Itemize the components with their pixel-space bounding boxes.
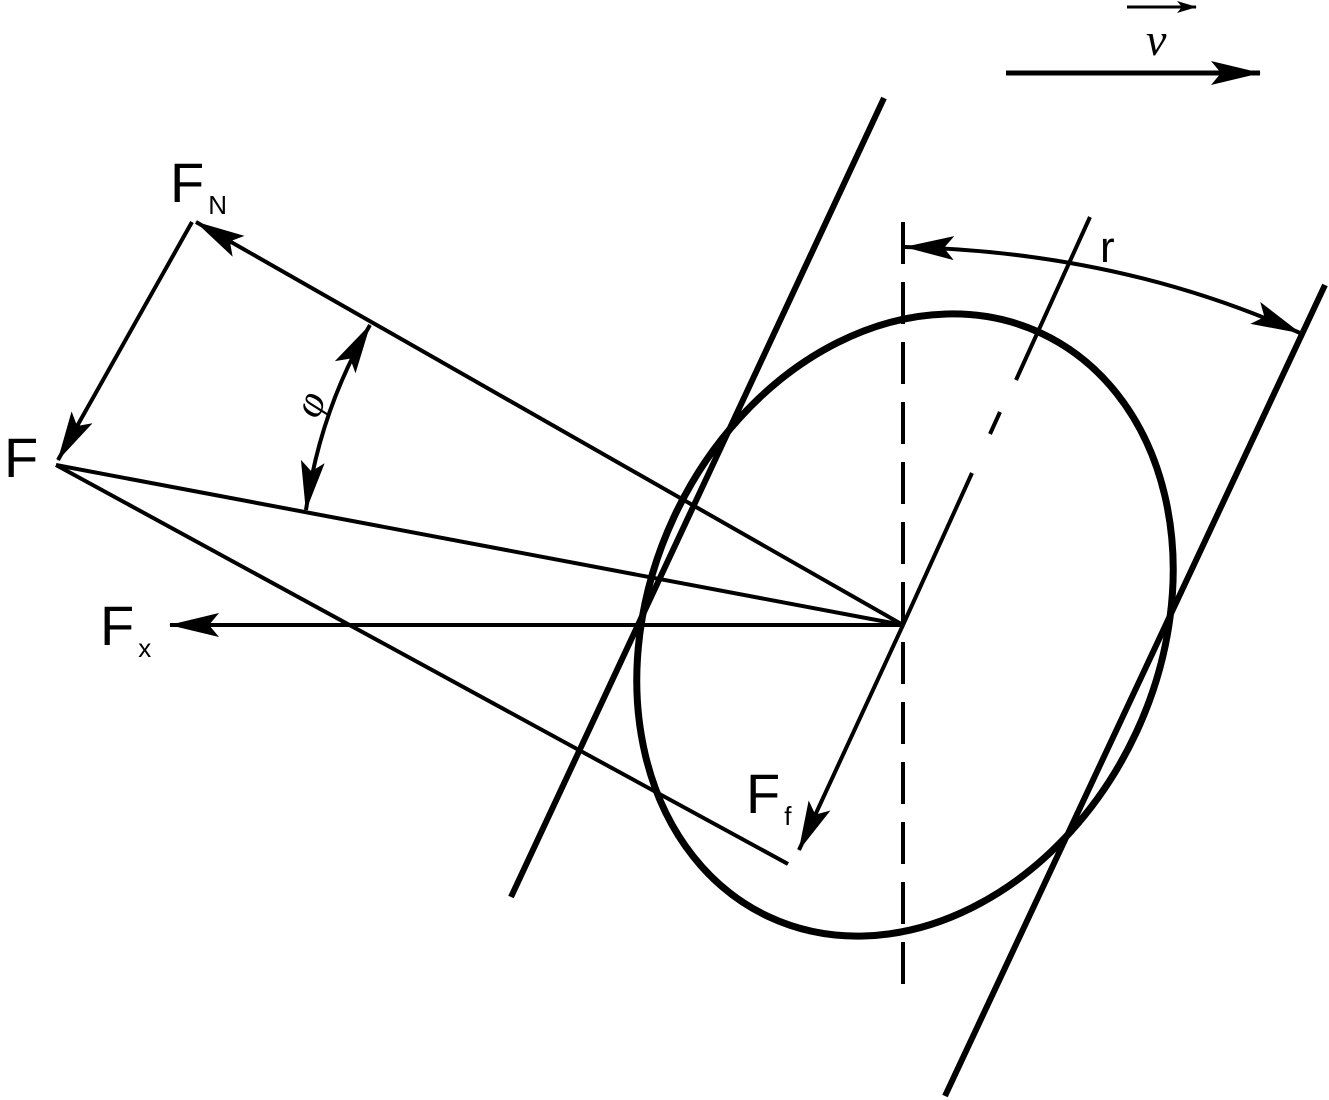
fn-label-base: F xyxy=(170,151,204,214)
right-tangent-line xyxy=(942,283,1328,1098)
resultant-force-line xyxy=(55,463,904,627)
radius-arc xyxy=(904,236,1301,335)
friction-force-arrow xyxy=(797,624,905,851)
inclined-axis-segment-1 xyxy=(901,472,974,626)
phi-label: φ xyxy=(285,385,336,424)
normal-force-arrow xyxy=(195,220,904,627)
fn-label-sub: N xyxy=(208,190,227,220)
fx-label-base: F xyxy=(100,594,134,657)
fx-label-sub: x xyxy=(138,633,151,663)
velocity-label: v xyxy=(1146,14,1167,65)
ff-label-sub: f xyxy=(784,801,792,831)
left-tangent-line xyxy=(508,96,887,899)
f-label: F xyxy=(4,426,38,489)
f-to-ff-line xyxy=(55,463,789,866)
radius-label: r xyxy=(1100,223,1115,272)
fn-to-f-arrow xyxy=(56,221,194,461)
phi-angle-arc xyxy=(300,323,372,511)
inclined-axis-segment-2 xyxy=(988,411,1002,435)
ff-label-base: F xyxy=(746,762,780,825)
